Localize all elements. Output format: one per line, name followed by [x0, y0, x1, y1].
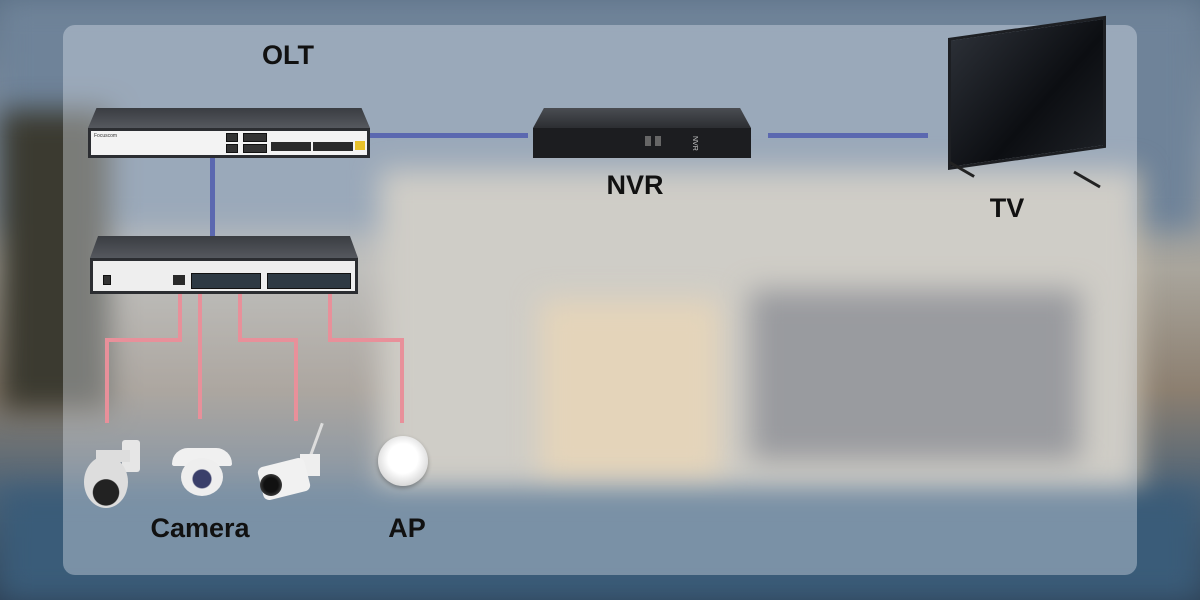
background-garage — [750, 290, 1080, 460]
label-tv: TV — [989, 193, 1025, 223]
label-ap: AP — [388, 513, 426, 543]
tv-device — [948, 15, 1106, 170]
label-olt: OLT — [262, 40, 314, 70]
olt-brand: Focuscom — [94, 133, 118, 139]
link-onu-ap — [328, 292, 332, 342]
bullet-camera-icon — [256, 422, 328, 502]
link-onu-camera-bullet — [238, 292, 242, 342]
ap-icon — [378, 436, 428, 486]
onu-switch-device — [90, 236, 358, 294]
link-olt-nvr — [370, 133, 528, 138]
background-window — [540, 300, 720, 480]
nvr-device: NVR — [533, 108, 751, 158]
link-olt-onu — [210, 156, 215, 240]
link-nvr-tv — [768, 133, 928, 138]
label-camera: Camera — [150, 513, 250, 543]
link-onu-camera-dome — [198, 292, 202, 419]
ptz-camera-icon — [82, 438, 144, 510]
olt-device: Focuscom — [88, 108, 370, 158]
nvr-badge: NVR — [691, 136, 698, 151]
background-pool — [0, 490, 1200, 600]
dome-camera-icon — [172, 448, 232, 498]
label-nvr: NVR — [606, 170, 664, 200]
link-onu-camera-ptz — [178, 292, 182, 342]
